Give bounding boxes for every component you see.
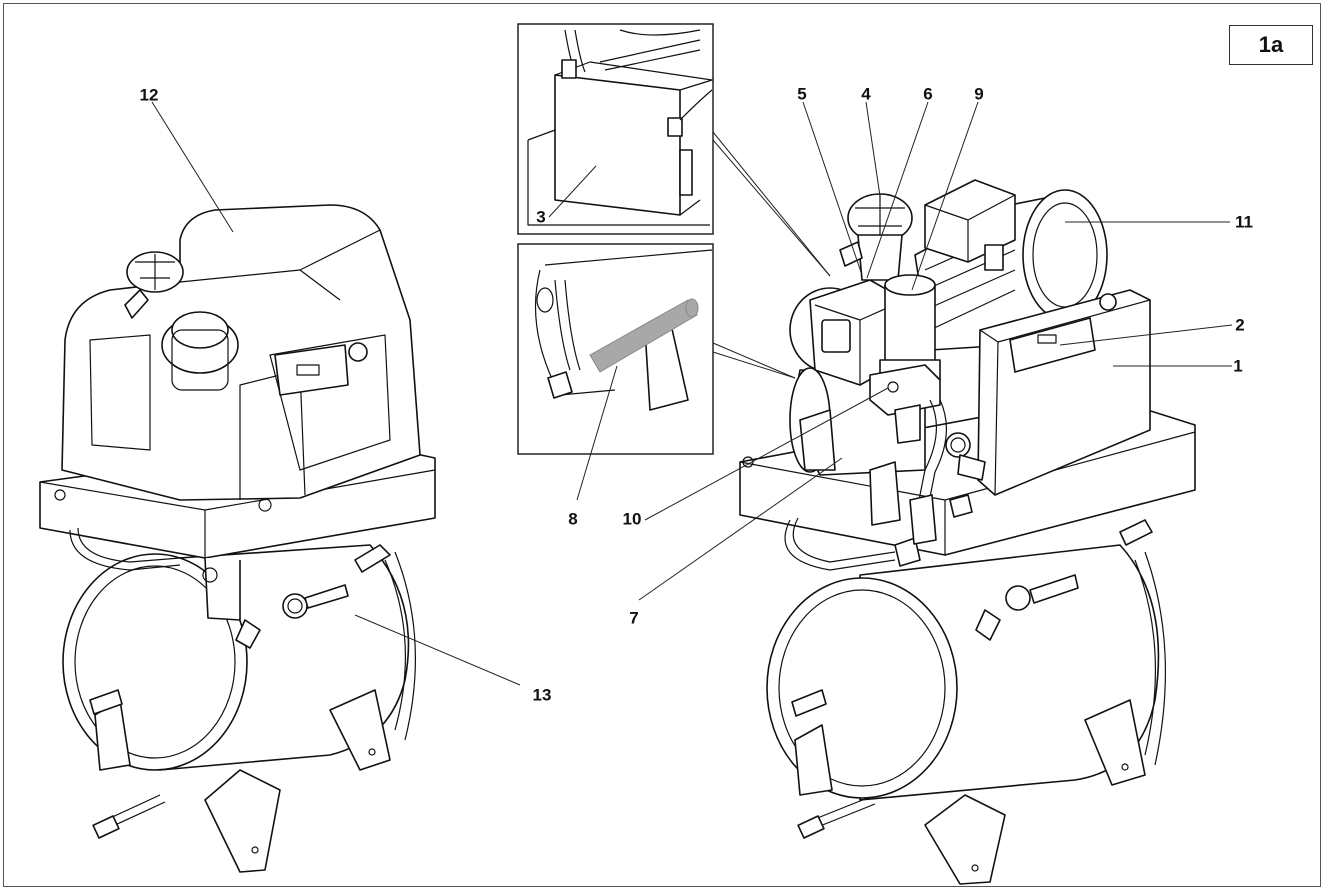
callout-12: 12 xyxy=(139,85,159,105)
inset-hose-detail xyxy=(517,243,714,455)
manifold-block xyxy=(869,364,941,444)
right-compressor-unit xyxy=(739,179,1196,885)
callout-8: 8 xyxy=(568,509,578,529)
control-box xyxy=(977,289,1151,496)
left-cover-housing xyxy=(61,204,421,512)
callout-4: 4 xyxy=(861,84,871,104)
callout-10: 10 xyxy=(622,509,642,529)
callout-6: 6 xyxy=(923,84,933,104)
inset-connectors xyxy=(712,131,831,379)
callout-13: 13 xyxy=(532,685,552,705)
figure-frame xyxy=(3,3,1321,887)
pump-head xyxy=(789,279,906,386)
figure-tag: 1a xyxy=(1229,25,1313,65)
left-filler-cap xyxy=(161,311,239,391)
left-tank-feet xyxy=(94,689,391,873)
right-tank-feet xyxy=(794,699,1146,885)
callout-7: 7 xyxy=(629,608,639,628)
separator-filter xyxy=(879,274,941,381)
electric-motor xyxy=(914,179,1108,351)
callout-5: 5 xyxy=(797,84,807,104)
callout-3: 3 xyxy=(536,207,546,227)
callout-1: 1 xyxy=(1233,356,1243,376)
leader-lines xyxy=(151,101,1233,686)
left-intake-filter xyxy=(124,251,184,319)
callout-9: 9 xyxy=(974,84,984,104)
left-compressor-unit xyxy=(39,204,436,873)
callout-11: 11 xyxy=(1235,212,1253,232)
callout-2: 2 xyxy=(1235,315,1245,335)
intake-filter xyxy=(839,193,913,281)
inset-cooler xyxy=(517,23,714,235)
